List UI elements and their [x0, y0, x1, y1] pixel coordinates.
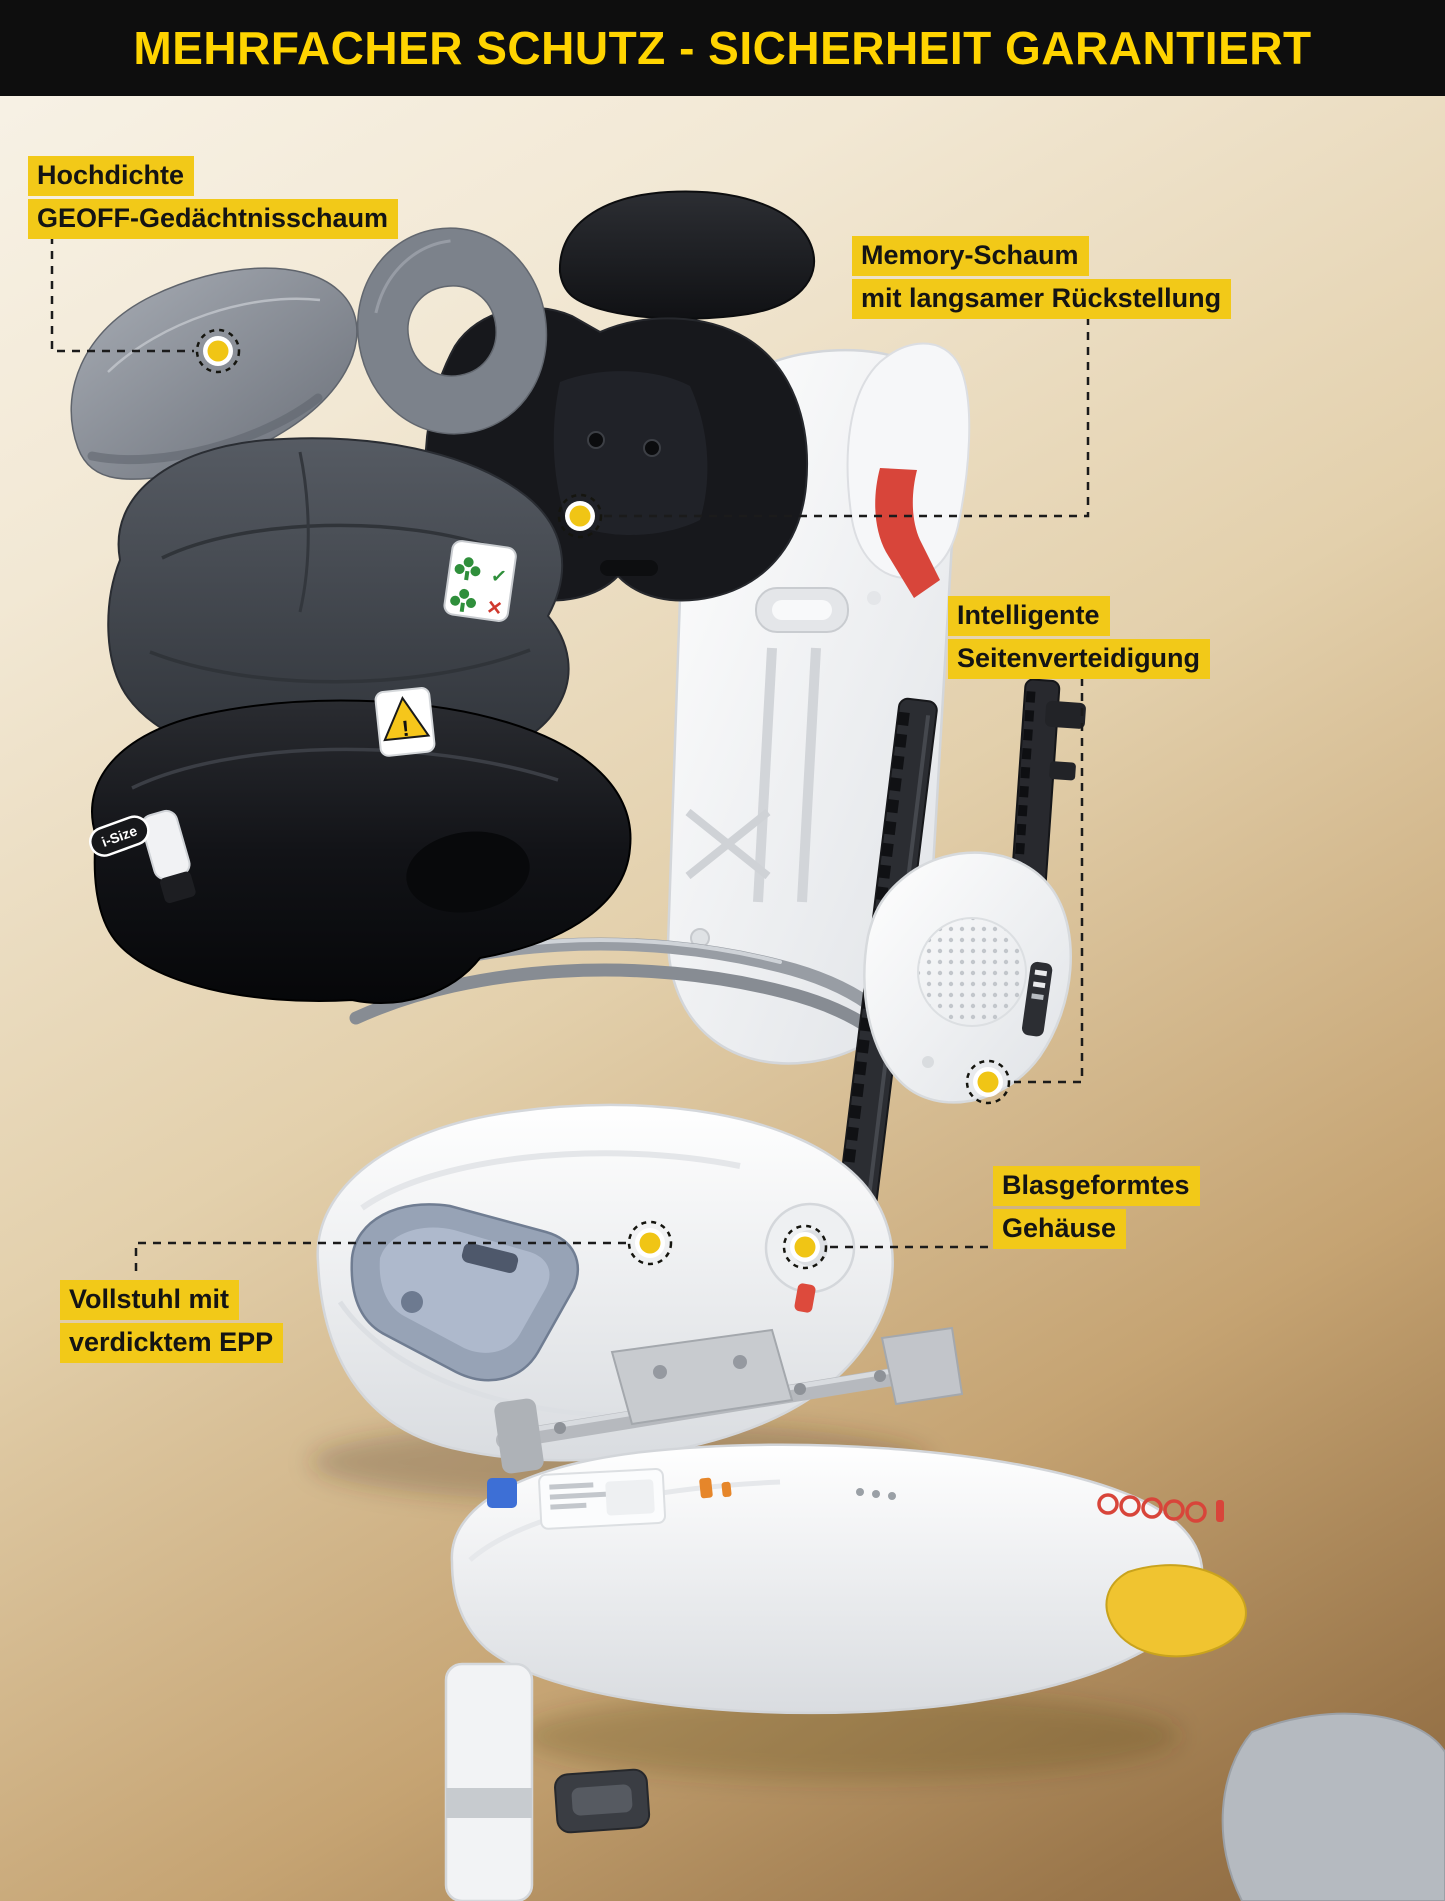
headrest-foam-pad — [70, 267, 358, 480]
callout-shell-line1: Blasgeformtes — [993, 1166, 1200, 1206]
base-sticker-blue — [487, 1478, 517, 1508]
callout-side-defense: Intelligente Seitenverteidigung — [948, 596, 1211, 682]
banner: MEHRFACHER SCHUTZ - SICHERHEIT GARANTIER… — [0, 0, 1445, 96]
red-hook — [875, 468, 940, 598]
epp-seat-shell — [316, 1103, 894, 1462]
callout-shell: Blasgeformtes Gehäuse — [993, 1166, 1200, 1252]
callout-dot-shell — [782, 1224, 828, 1270]
belt-clamp — [554, 1768, 651, 1834]
callout-memory-foam: Memory-Schaum mit langsamer Rückstellung — [852, 236, 1232, 322]
connector-epp — [134, 1241, 626, 1276]
i-size-badge: i-Size — [89, 815, 150, 857]
callout-dots — [195, 328, 1011, 1270]
fit-guide-sticker: ✓ ✕ — [443, 540, 517, 622]
callout-headrest-foam-line2: GEOFF-Gedächtnisschaum — [28, 199, 399, 239]
warning-triangle-icon — [383, 695, 431, 742]
callout-dot-side-defense — [965, 1059, 1011, 1105]
callout-side-defense-line2: Seitenverteidigung — [948, 639, 1211, 679]
support-leg — [444, 1662, 534, 1901]
recline-rack-right — [1009, 678, 1086, 908]
ventilation-dots — [917, 917, 1027, 1027]
ok-icon: ✓ — [489, 566, 508, 589]
callout-headrest-foam: Hochdichte GEOFF-Gedächtnisschaum — [28, 156, 399, 242]
callout-side-defense-line1: Intelligente — [948, 596, 1110, 636]
callout-epp: Vollstuhl mit verdicktem EPP — [60, 1280, 284, 1366]
harness-strap — [140, 809, 196, 904]
banner-title: MEHRFACHER SCHUTZ - SICHERHEIT GARANTIER… — [133, 22, 1312, 74]
base-corner-piece — [1221, 1712, 1445, 1901]
no-icon: ✕ — [485, 597, 504, 620]
side-shell-label — [1021, 961, 1053, 1037]
callout-headrest-foam-line1: Hochdichte — [28, 156, 195, 196]
callout-dot-headrest-foam — [195, 328, 241, 374]
callout-annotations — [50, 236, 1090, 1276]
callout-epp-line2: verdicktem EPP — [60, 1323, 284, 1363]
callout-shell-line2: Gehäuse — [993, 1209, 1127, 1249]
seat-cushion-foam: ✓ ✕ — [107, 437, 570, 777]
warning-sticker: ! — [374, 687, 436, 757]
steel-bracket — [494, 1326, 964, 1474]
isofix-arm — [350, 1203, 579, 1382]
recline-handle — [794, 1283, 816, 1313]
callout-dot-epp — [627, 1220, 673, 1266]
clover-icon — [454, 557, 481, 581]
callout-dot-memory-foam — [557, 493, 603, 539]
connector-memory-foam — [604, 314, 1090, 518]
callout-memory-foam-line1: Memory-Schaum — [852, 236, 1089, 276]
base-indicator-dots — [1097, 1493, 1224, 1523]
side-impact-shell — [863, 851, 1072, 1104]
callout-epp-line1: Vollstuhl mit — [60, 1280, 239, 1320]
shadow — [520, 1692, 1180, 1780]
yellow-adjuster — [1105, 1564, 1247, 1658]
clover-icon — [450, 588, 476, 613]
base-instruction-sticker — [538, 1468, 667, 1530]
svg-text:!: ! — [401, 716, 411, 742]
isofix-base — [450, 1443, 1247, 1715]
seat-base-cover: i-Size ! — [89, 687, 632, 1004]
neck-support-pillow — [356, 227, 548, 435]
callout-memory-foam-line2: mit langsamer Rückstellung — [852, 279, 1232, 319]
